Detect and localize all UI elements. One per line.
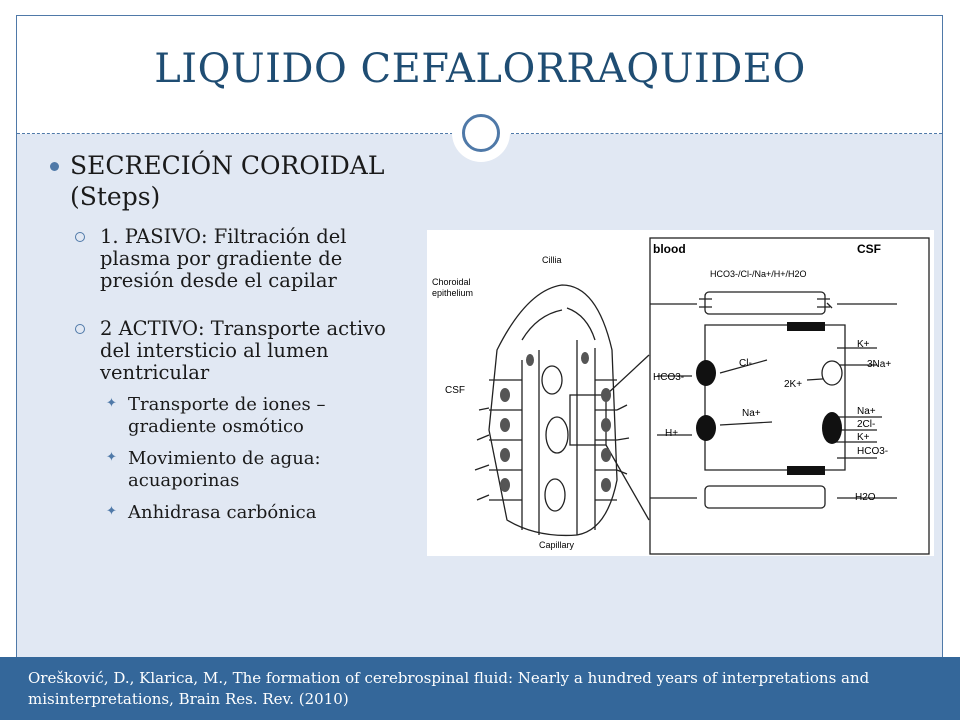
sub-bullet-circle-icon <box>75 232 85 242</box>
label-choroidal: Choroidal <box>432 277 471 287</box>
title-divider-right <box>511 133 942 134</box>
label-hco3-left: HCO3- <box>653 372 684 383</box>
sub-bullet-circle-icon <box>75 324 85 334</box>
tight-junction-bottom <box>787 466 825 475</box>
sub-bullet-text: 1. PASIVO: Filtración del plasma por gra… <box>100 225 347 292</box>
label-hco3-right: HCO3- <box>857 446 888 457</box>
nkcc-cotransporter <box>822 412 842 444</box>
bullet-secrecion: SECRECIÓN COROIDAL (Steps) <box>48 150 418 212</box>
sub-sub-bullet-anhidrasa: ✦ Anhidrasa carbónica <box>48 502 418 524</box>
label-k-top: K+ <box>857 339 870 350</box>
bullet-dot-icon <box>50 162 59 171</box>
sub-sub-bullet-star-icon: ✦ <box>106 396 117 411</box>
sub-bullet-pasivo: 1. PASIVO: Filtración del plasma por gra… <box>48 226 418 292</box>
epithelium-drawing <box>474 284 650 537</box>
label-h2o: H2O <box>855 492 876 503</box>
citation-text: Orešković, D., Klarica, M., The formatio… <box>28 669 870 708</box>
label-csf-side: CSF <box>445 385 465 396</box>
sub-sub-bullet-text: Transporte de iones – gradiente osmótico <box>128 394 326 437</box>
label-epithelium: epithelium <box>432 288 473 298</box>
na-k-pump <box>821 360 843 386</box>
ring-inner <box>462 114 500 152</box>
sub-bullet-activo: 2 ACTIVO: Transporte activo del intersti… <box>48 318 418 384</box>
choroid-plexus-diagram: Cillia Choroidal epithelium CSF Capillar… <box>427 230 934 556</box>
exchanger-na-h <box>696 415 716 441</box>
sub-sub-bullet-text: Movimiento de agua: acuaporinas <box>128 448 321 491</box>
sub-sub-bullet-agua: ✦ Movimiento de agua: acuaporinas <box>48 448 418 492</box>
label-h-left: H+ <box>665 428 678 439</box>
sub-sub-bullet-text: Anhidrasa carbónica <box>128 502 317 523</box>
cell-nuclei <box>500 352 611 492</box>
label-cl-left: Cl- <box>739 358 752 369</box>
tight-junction-top <box>787 322 825 331</box>
bullet-main-text: SECRECIÓN COROIDAL (Steps) <box>70 151 385 211</box>
label-na-left: Na+ <box>742 408 761 419</box>
label-csf-header: CSF <box>857 242 881 256</box>
label-cillia: Cillia <box>542 255 562 265</box>
citation-bar: Orešković, D., Klarica, M., The formatio… <box>0 657 960 720</box>
label-na-right: Na+ <box>857 406 876 417</box>
sub-sub-bullet-star-icon: ✦ <box>106 504 117 519</box>
spacer <box>48 292 418 318</box>
slide-content: SECRECIÓN COROIDAL (Steps) 1. PASIVO: Fi… <box>48 150 418 524</box>
label-k-right: K+ <box>857 432 870 443</box>
sub-sub-bullet-iones: ✦ Transporte de iones – gradiente osmóti… <box>48 394 418 438</box>
diagram-svg: Cillia Choroidal epithelium CSF Capillar… <box>432 237 930 555</box>
slide-title: LIQUIDO CEFALORRAQUIDEO <box>154 46 806 92</box>
label-2k: 2K+ <box>784 379 802 390</box>
transport-arrows <box>650 303 897 499</box>
exchanger-cl-hco3 <box>696 360 716 386</box>
label-blood: blood <box>653 242 686 256</box>
label-capillary: Capillary <box>539 540 575 550</box>
label-2cl: 2Cl- <box>857 419 875 430</box>
schematic-border <box>649 237 930 555</box>
divider-ring-icon <box>452 104 510 162</box>
title-divider-left <box>17 133 453 134</box>
sub-bullet-text: 2 ACTIVO: Transporte activo del intersti… <box>100 317 386 384</box>
sub-sub-bullet-star-icon: ✦ <box>106 450 117 465</box>
label-exchanger-top: HCO3-/Cl-/Na+/H+/H2O <box>710 269 807 279</box>
label-3na: 3Na+ <box>867 359 891 370</box>
